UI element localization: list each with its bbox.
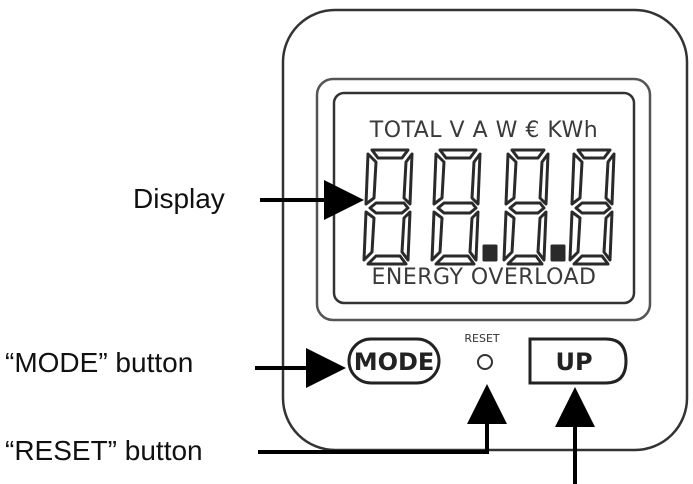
seven-segment-digits: [362, 148, 616, 266]
lcd-top-legend: TOTAL V A W € KWh: [369, 118, 598, 143]
digit-1: [362, 148, 414, 266]
decimal-point-1: [482, 244, 498, 262]
digit-4: [568, 148, 616, 266]
decimal-point-2: [550, 244, 566, 262]
mode-button[interactable]: [347, 337, 441, 385]
callout-display: Display: [133, 183, 225, 214]
lcd-bottom-legend: ENERGY OVERLOAD: [372, 265, 597, 290]
reset-label: RESET: [464, 332, 500, 345]
up-button-label: UP: [555, 348, 592, 376]
arrow-reset: [258, 384, 507, 454]
callout-arrows: [255, 180, 595, 484]
callout-reset-button: “RESET” button: [5, 435, 203, 466]
digit-3: [502, 148, 550, 266]
mode-button-label: MODE: [354, 348, 435, 376]
digit-2: [430, 148, 482, 266]
callout-mode-button: “MODE” button: [5, 347, 193, 378]
up-button[interactable]: [528, 337, 628, 385]
reset-button[interactable]: [477, 354, 493, 370]
